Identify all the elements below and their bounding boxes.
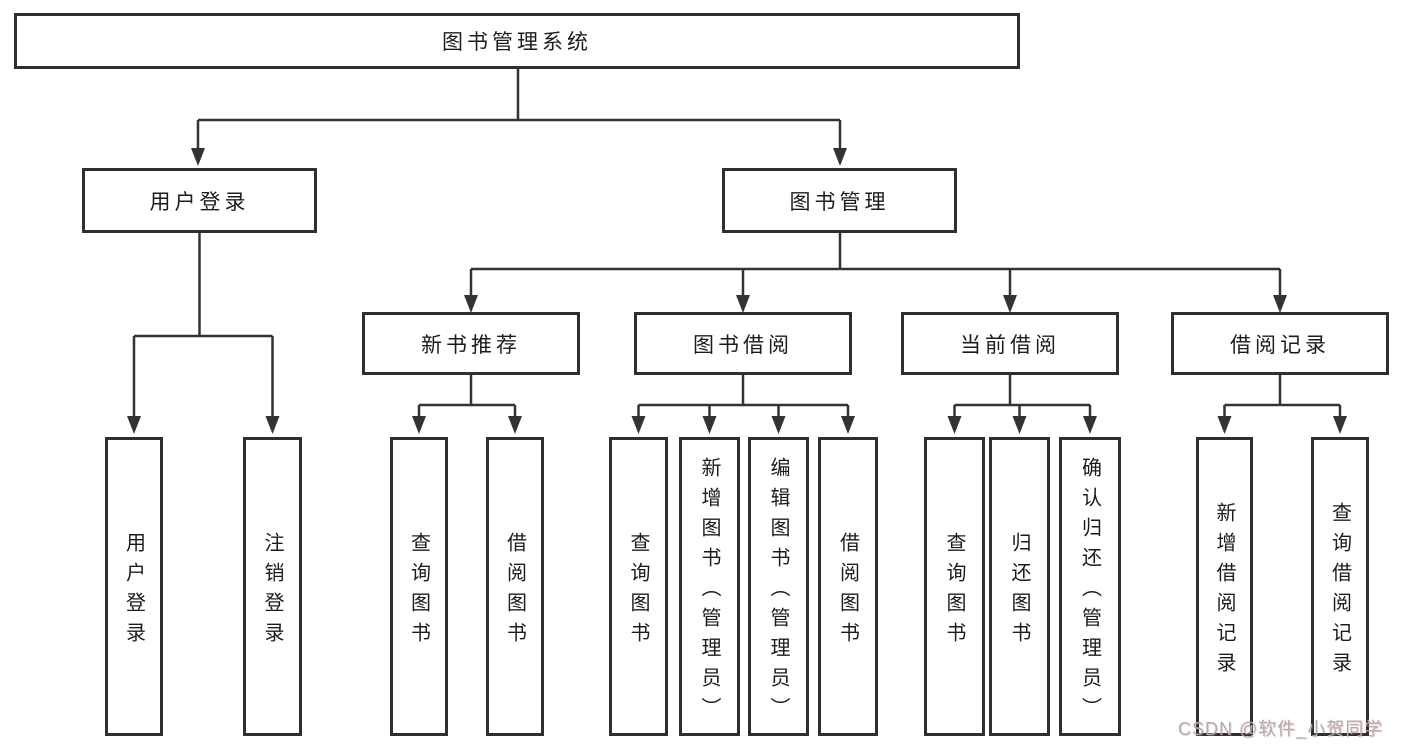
node-label: 新增借阅记录 [1213,501,1235,682]
leaf-logout: 注销登录 [243,437,302,736]
node-label: 借阅记录 [1230,333,1330,357]
leaf-query-books-recommend: 查询图书 [390,437,448,736]
node-label: 编辑图书（管理员） [767,456,789,727]
node-label: 新书推荐 [421,333,521,357]
leaf-query-borrow-record: 查询借阅记录 [1311,437,1369,736]
leaf-borrow-books: 借阅图书 [818,437,878,736]
leaf-return-books: 归还图书 [989,437,1050,736]
node-label: 查询借阅记录 [1328,501,1351,682]
node-user-login: 用户登录 [82,168,317,233]
node-label: 新增图书（管理员） [698,456,720,727]
leaf-add-borrow-record: 新增借阅记录 [1196,437,1253,736]
leaf-edit-book-admin: 编辑图书（管理员） [748,437,809,736]
node-root-library-management-system: 图书管理系统 [14,13,1020,69]
node-borrowing-records: 借阅记录 [1171,312,1389,375]
node-new-book-recommend: 新书推荐 [362,312,580,375]
node-label: 确认归还（管理员） [1078,456,1101,727]
node-book-borrowing: 图书借阅 [634,312,852,375]
node-label: 图书管理 [789,190,890,214]
node-label: 查询图书 [627,531,649,652]
leaf-query-books-borrowing: 查询图书 [609,437,668,736]
node-label: 借阅图书 [503,531,526,652]
leaf-confirm-return-admin: 确认归还（管理员） [1059,437,1121,736]
node-label: 借阅图书 [836,531,859,652]
node-label: 用户登录 [122,531,145,652]
node-label: 当前借阅 [960,333,1060,357]
leaf-user-login: 用户登录 [105,437,163,736]
node-label: 注销登录 [261,531,283,652]
node-label: 图书管理系统 [442,31,592,54]
node-label: 查询图书 [943,531,965,652]
leaf-borrow-books-recommend: 借阅图书 [486,437,544,736]
node-label: 用户登录 [149,190,250,214]
node-label: 图书借阅 [693,333,793,357]
node-label: 查询图书 [407,531,430,652]
csdn-watermark: CSDN @软件_小贺同学 [1178,719,1384,739]
node-book-management: 图书管理 [722,168,957,233]
leaf-add-book-admin: 新增图书（管理员） [679,437,740,736]
node-label: 归还图书 [1008,531,1030,652]
leaf-query-books-current: 查询图书 [924,437,985,736]
node-current-borrowing: 当前借阅 [901,312,1119,375]
arrowheads [127,148,1347,434]
